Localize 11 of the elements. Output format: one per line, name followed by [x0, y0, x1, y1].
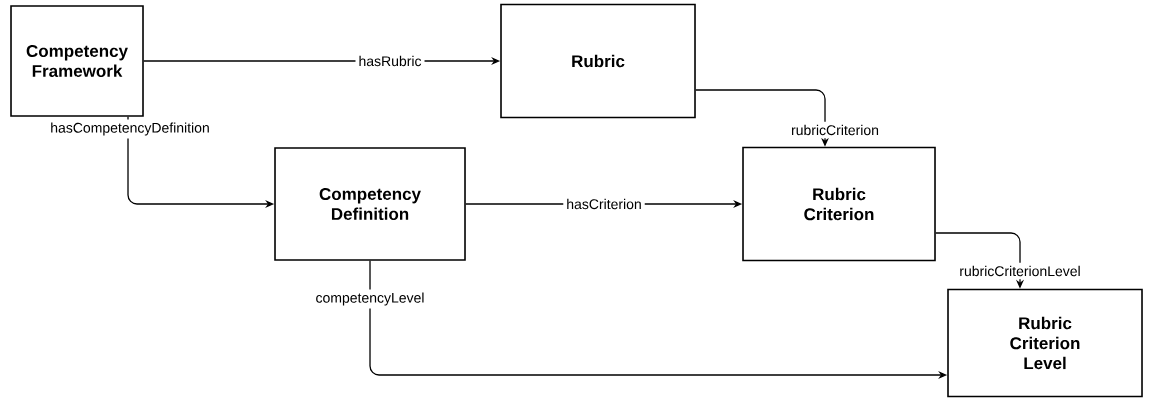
- edge-label: hasCriterion: [563, 195, 645, 213]
- edge-label: rubricCriterionLevel: [956, 262, 1084, 280]
- box: Rubric Criterion: [742, 146, 936, 262]
- edge-label: competencyLevel: [312, 289, 428, 309]
- edge-label: rubricCriterion: [788, 121, 882, 139]
- box: Competency Definition: [274, 147, 466, 261]
- box: Competency Framework: [10, 5, 144, 117]
- edge-label: hasRubric: [355, 52, 425, 70]
- edge-label: hasCompetencyDefinition: [47, 119, 213, 139]
- box: Rubric: [500, 3, 696, 119]
- box: Rubric Criterion Level: [947, 288, 1143, 398]
